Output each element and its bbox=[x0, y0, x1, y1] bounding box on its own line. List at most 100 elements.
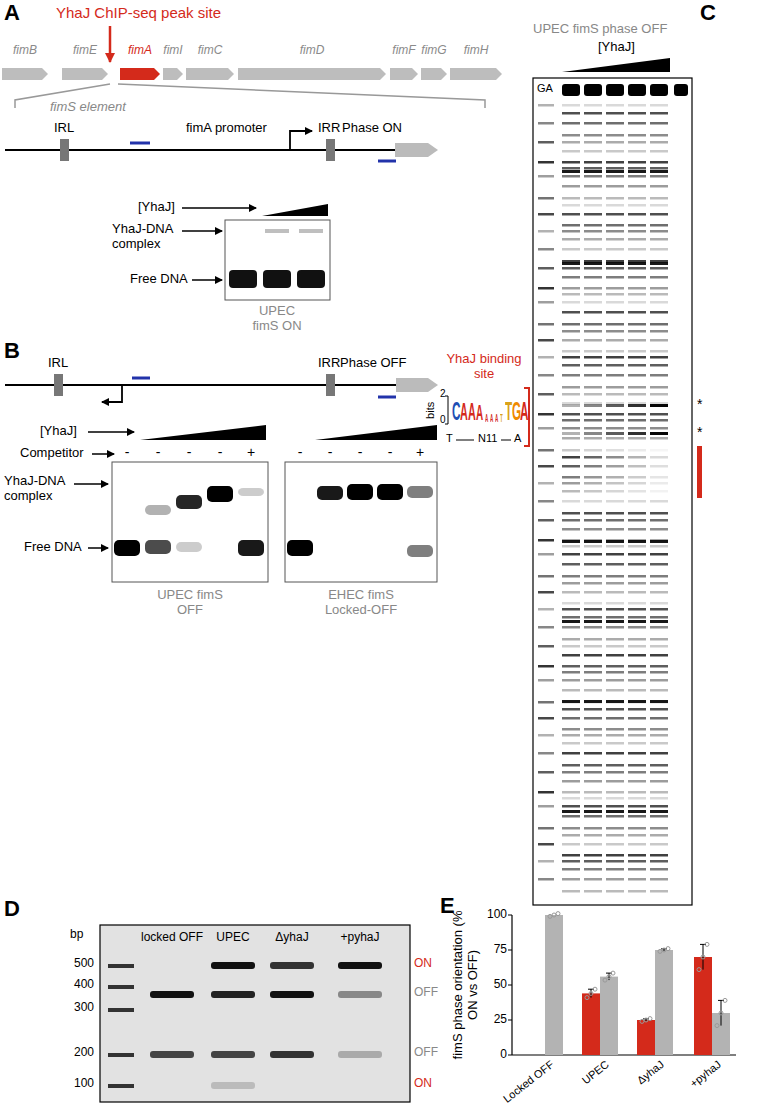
gel-band bbox=[562, 645, 580, 648]
gel-band bbox=[150, 991, 194, 998]
gene-arrow-body bbox=[62, 68, 108, 80]
gel-band bbox=[650, 350, 668, 353]
gel-band bbox=[628, 810, 646, 813]
gel-band bbox=[562, 427, 580, 430]
gel-band bbox=[584, 665, 602, 668]
gel-band bbox=[584, 141, 602, 144]
gel-band bbox=[628, 608, 646, 611]
gel-band bbox=[584, 500, 602, 503]
gel-band bbox=[538, 323, 554, 326]
label: [YhaJ] bbox=[40, 424, 77, 439]
gel-band bbox=[606, 545, 624, 548]
gel-band bbox=[650, 161, 668, 164]
gel-band bbox=[628, 638, 646, 641]
gel-band bbox=[584, 490, 602, 493]
data-point bbox=[662, 948, 666, 952]
gel-band bbox=[650, 512, 668, 515]
gel-band bbox=[562, 638, 580, 641]
gene-arrow-body bbox=[421, 68, 447, 80]
gel-band bbox=[606, 213, 624, 216]
gel-band bbox=[606, 654, 624, 657]
gel-band bbox=[584, 437, 602, 440]
label: YhaJ binding site bbox=[446, 352, 522, 382]
data-point bbox=[723, 998, 727, 1002]
gel-band bbox=[584, 432, 602, 435]
gel-band bbox=[584, 175, 602, 178]
gel-band bbox=[562, 563, 580, 566]
promoter-arrow bbox=[290, 131, 312, 150]
gel-band bbox=[108, 1008, 134, 1012]
gel-band bbox=[650, 267, 668, 270]
gene-arrow-shape bbox=[390, 66, 418, 82]
gel-band bbox=[628, 797, 646, 800]
gel-band bbox=[584, 185, 602, 188]
label: Free DNA bbox=[24, 540, 82, 555]
gel-band bbox=[584, 476, 602, 479]
gel-band bbox=[562, 449, 580, 452]
label: IRR bbox=[318, 356, 340, 371]
gel-band bbox=[562, 134, 580, 137]
primer-mark bbox=[378, 160, 396, 163]
gel-band bbox=[584, 742, 602, 745]
logo-letter: A bbox=[490, 414, 493, 424]
label: * bbox=[697, 396, 702, 412]
gene-arrow: fimC bbox=[186, 44, 234, 84]
gel-band bbox=[584, 122, 602, 125]
gel-band bbox=[562, 413, 580, 416]
gel-band bbox=[606, 374, 624, 377]
gel-band bbox=[650, 134, 668, 137]
gel-band bbox=[628, 161, 646, 164]
gel-band bbox=[538, 519, 554, 522]
gel-band bbox=[584, 791, 602, 794]
gel-band bbox=[538, 626, 554, 629]
gel-band bbox=[606, 602, 624, 605]
gene-arrow-body bbox=[120, 68, 160, 80]
gel-band bbox=[562, 616, 580, 619]
gel-band bbox=[650, 734, 668, 737]
gel-band bbox=[562, 519, 580, 522]
gel-band bbox=[562, 764, 580, 767]
bar bbox=[637, 1020, 655, 1055]
gel-band bbox=[211, 1082, 255, 1089]
gel-band bbox=[628, 582, 646, 585]
gel-band bbox=[606, 708, 624, 711]
gel-band bbox=[584, 689, 602, 692]
gel-band bbox=[606, 645, 624, 648]
gel-band bbox=[538, 161, 554, 164]
gel-band bbox=[606, 519, 624, 522]
inverted-repeat bbox=[60, 139, 69, 161]
gel-band bbox=[628, 620, 646, 623]
gel-band bbox=[628, 276, 646, 279]
gel-band bbox=[562, 700, 580, 703]
gel-band bbox=[606, 449, 624, 452]
gel-band bbox=[628, 602, 646, 605]
panel-letter: D bbox=[4, 896, 20, 921]
gel-band bbox=[650, 500, 668, 503]
gel-band bbox=[606, 780, 624, 783]
gel-band bbox=[606, 175, 624, 178]
gel-band bbox=[584, 356, 602, 359]
gel-band bbox=[628, 386, 646, 389]
gel-band bbox=[606, 638, 624, 641]
gel-band bbox=[650, 104, 668, 107]
gel-band bbox=[584, 161, 602, 164]
gel-band bbox=[606, 582, 624, 585]
gel-band bbox=[538, 539, 554, 542]
gel-band bbox=[538, 267, 554, 270]
gel-band bbox=[562, 742, 580, 745]
gel-band bbox=[584, 167, 602, 170]
gene-arrow: fimF bbox=[390, 44, 418, 84]
gel-band bbox=[297, 270, 325, 288]
axis-label: Locked OFF bbox=[501, 1058, 556, 1105]
label: bp bbox=[70, 928, 83, 942]
gel-band bbox=[650, 575, 668, 578]
gel-band bbox=[628, 482, 646, 485]
gel-band bbox=[584, 413, 602, 416]
label: ON bbox=[414, 1077, 432, 1091]
gel-band bbox=[584, 311, 602, 314]
gel-band bbox=[176, 495, 202, 509]
gene-arrow-body bbox=[163, 68, 183, 80]
gel-band bbox=[606, 734, 624, 737]
gel-band bbox=[270, 962, 314, 969]
gel-band bbox=[650, 797, 668, 800]
